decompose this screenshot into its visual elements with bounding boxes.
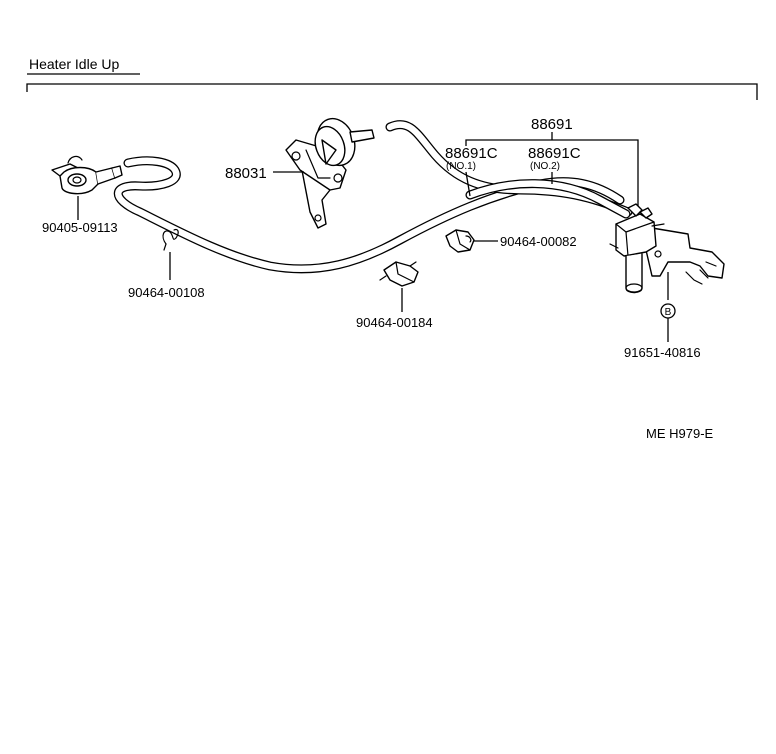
label-88031: 88031 [225, 165, 267, 182]
hose-no1 [385, 120, 633, 217]
frame-border [26, 83, 758, 100]
label-88691: 88691 [531, 116, 573, 133]
label-hose-no1: 88691C [445, 145, 498, 162]
diagram-title: Heater Idle Up [29, 56, 119, 72]
label-90405-09113: 90405-09113 [42, 220, 118, 235]
bolt-marker-letter: B [665, 307, 672, 318]
label-91651-40816: 91651-40816 [624, 345, 701, 360]
vacuum-hose-long [113, 156, 625, 274]
wire-clip-00108 [162, 228, 179, 251]
clamp-valve-left [51, 155, 123, 195]
clamp-00184 [379, 261, 419, 287]
label-hose-no2: 88691C [528, 145, 581, 162]
vacuum-actuator-88031 [285, 117, 375, 229]
vacuum-switching-valve [609, 203, 725, 294]
leader-hose-no1 [465, 171, 471, 197]
label-90464-00108: 90464-00108 [128, 285, 205, 300]
label-hose-no2-sub: (NO.2) [530, 161, 560, 172]
label-90464-00184: 90464-00184 [356, 315, 433, 330]
clamp-00082 [445, 229, 475, 253]
diagram-code: ME H979-E [646, 426, 714, 441]
label-hose-no1-sub: (NO.1) [446, 161, 476, 172]
label-90464-00082: 90464-00082 [500, 234, 577, 249]
hose-no2 [465, 179, 631, 219]
